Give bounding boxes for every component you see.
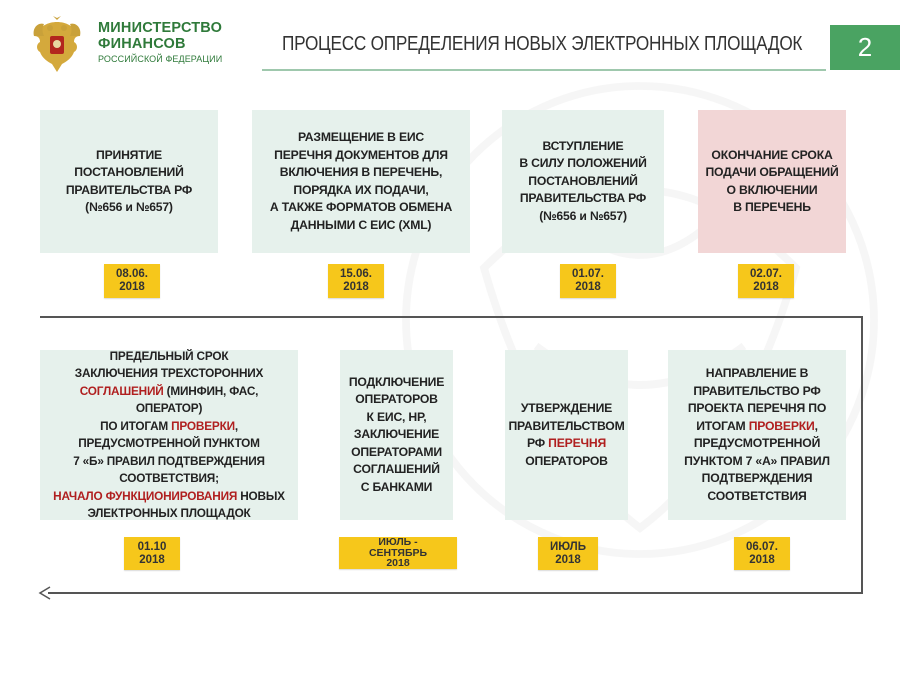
ministry-name: МИНИСТЕРСТВО ФИНАНСОВ РОССИЙСКОЙ ФЕДЕРАЦ… — [98, 20, 222, 66]
ministry-line-2: ФИНАНСОВ — [98, 36, 186, 52]
step-text: РАЗМЕЩЕНИЕ В ЕИС ПЕРЕЧНЯ ДОКУМЕНТОВ ДЛЯ … — [269, 130, 453, 232]
date-badge: 15.06. 2018 — [328, 264, 384, 298]
step-box-4-deadline: ОКОНЧАНИЕ СРОКА ПОДАЧИ ОБРАЩЕНИЙ О ВКЛЮЧ… — [698, 110, 846, 253]
step-text: ПРИНЯТИЕ ПОСТАНОВЛЕНИЙ ПРАВИТЕЛЬСТВА РФ … — [65, 147, 193, 215]
step-box-5: НАПРАВЛЕНИЕ В ПРАВИТЕЛЬСТВО РФ ПРОЕКТА П… — [668, 350, 846, 520]
connector-right-line — [861, 316, 863, 593]
step-text: ПОДКЛЮЧЕНИЕ ОПЕРАТОРОВ К ЕИС, НР, ЗАКЛЮЧ… — [348, 374, 445, 494]
date-badge: ИЮЛЬ - СЕНТЯБРЬ 2018 — [339, 537, 457, 569]
step-text: ПРЕДЕЛЬНЫЙ СРОК ЗАКЛЮЧЕНИЯ ТРЕХСТОРОННИХ… — [53, 348, 285, 521]
page-title: ПРОЦЕСС ОПРЕДЕЛЕНИЯ НОВЫХ ЭЛЕКТРОННЫХ ПЛ… — [282, 33, 803, 55]
arrow-left-icon — [38, 586, 51, 600]
step-box-3: ВСТУПЛЕНИЕ В СИЛУ ПОЛОЖЕНИЙ ПОСТАНОВЛЕНИ… — [502, 110, 664, 253]
connector-top-line — [40, 316, 862, 318]
highlight-check: ПРОВЕРКИ — [748, 418, 815, 433]
connector-bottom-line — [48, 592, 863, 594]
step-text: ВСТУПЛЕНИЕ В СИЛУ ПОЛОЖЕНИЙ ПОСТАНОВЛЕНИ… — [519, 138, 647, 223]
highlight-list: ПЕРЕЧНЯ — [548, 436, 607, 450]
highlight-agreements: СОГЛАШЕНИЙ — [79, 383, 164, 398]
step-text: ОКОНЧАНИЕ СРОКА ПОДАЧИ ОБРАЩЕНИЙ О ВКЛЮЧ… — [705, 147, 839, 215]
date-badge: ИЮЛЬ 2018 — [538, 537, 598, 570]
step-box-6: УТВЕРЖДЕНИЕ ПРАВИТЕЛЬСТВОМ РФ ПЕРЕЧНЯ ОП… — [505, 350, 628, 520]
step-box-7: ПОДКЛЮЧЕНИЕ ОПЕРАТОРОВ К ЕИС, НР, ЗАКЛЮЧ… — [340, 350, 453, 520]
page-number-badge: 2 — [830, 25, 900, 70]
date-badge: 08.06. 2018 — [104, 264, 160, 298]
date-badge: 01.07. 2018 — [560, 264, 616, 298]
date-badge: 02.07. 2018 — [738, 264, 794, 298]
ministry-line-1: МИНИСТЕРСТВО — [98, 20, 223, 36]
step-box-2: РАЗМЕЩЕНИЕ В ЕИС ПЕРЕЧНЯ ДОКУМЕНТОВ ДЛЯ … — [252, 110, 470, 253]
step-text: НАПРАВЛЕНИЕ В ПРАВИТЕЛЬСТВО РФ ПРОЕКТА П… — [684, 366, 830, 503]
step-box-1: ПРИНЯТИЕ ПОСТАНОВЛЕНИЙ ПРАВИТЕЛЬСТВА РФ … — [40, 110, 218, 253]
title-underline — [262, 69, 826, 71]
date-badge: 06.07. 2018 — [734, 537, 790, 570]
highlight-start: НАЧАЛО ФУНКЦИОНИРОВАНИЯ — [53, 488, 238, 503]
step-box-8: ПРЕДЕЛЬНЫЙ СРОК ЗАКЛЮЧЕНИЯ ТРЕХСТОРОННИХ… — [40, 348, 298, 521]
coat-of-arms-logo-icon — [33, 16, 81, 72]
step-text: УТВЕРЖДЕНИЕ ПРАВИТЕЛЬСТВОМ РФ ПЕРЕЧНЯ ОП… — [508, 401, 625, 468]
highlight-check: ПРОВЕРКИ — [171, 418, 235, 433]
date-badge: 01.10 2018 — [124, 537, 180, 570]
ministry-line-3: РОССИЙСКОЙ ФЕДЕРАЦИИ — [98, 54, 223, 64]
